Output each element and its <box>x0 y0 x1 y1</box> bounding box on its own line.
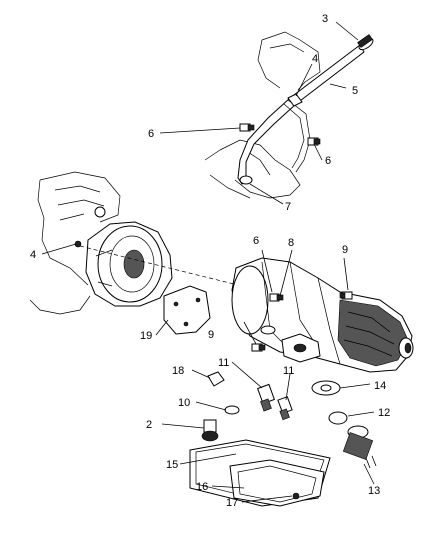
callout-9-lower: 9 <box>208 329 214 341</box>
switch-13 <box>342 425 377 469</box>
leader-lines <box>41 21 375 503</box>
o-ring-10 <box>224 405 240 415</box>
engine-block-upper <box>204 31 321 199</box>
fitting-11-right <box>277 396 293 421</box>
callout-5: 5 <box>352 85 358 97</box>
sensor-2 <box>201 419 219 442</box>
bolt-item-9-right <box>339 291 353 300</box>
callout-12: 12 <box>378 407 390 419</box>
callout-6-top-right: 6 <box>325 155 331 167</box>
callout-14: 14 <box>374 380 386 392</box>
callout-4-top: 4 <box>312 53 318 65</box>
o-ring-12 <box>328 411 348 425</box>
adapter-plate <box>163 285 211 335</box>
callout-3: 3 <box>322 13 328 25</box>
callout-9-right: 9 <box>342 244 348 256</box>
callout-17: 17 <box>226 497 238 509</box>
callout-19: 19 <box>140 330 152 342</box>
bell-housing <box>74 221 173 307</box>
dipstick-handle <box>357 34 374 51</box>
bolt-item-9-lower <box>251 343 266 352</box>
engine-block-left <box>29 171 121 315</box>
bolt-upper-right <box>307 137 321 146</box>
tube-clamp <box>239 175 253 185</box>
callout-7: 7 <box>285 201 291 213</box>
callout-11-left: 11 <box>218 357 229 369</box>
alignment-line <box>79 245 251 289</box>
callout-4-left: 4 <box>30 249 36 261</box>
bolt-item-6-mid <box>269 293 284 302</box>
dipstick-tube <box>237 44 365 185</box>
callout-labels: 3 4 5 6 6 7 4 6 8 9 19 9 11 11 18 10 2 1… <box>30 13 390 509</box>
oil-pan <box>229 459 325 507</box>
callout-6-mid: 6 <box>253 235 259 247</box>
callout-18: 18 <box>172 365 184 377</box>
callout-6-top-left: 6 <box>148 128 154 140</box>
fitting-11-left <box>256 383 276 412</box>
cap-plug <box>207 371 225 387</box>
callout-13: 13 <box>368 485 380 497</box>
callout-16: 16 <box>196 481 208 493</box>
callout-10: 10 <box>178 397 190 409</box>
washer-14 <box>311 380 341 396</box>
drain-plug <box>292 492 300 500</box>
bolt-upper-left <box>239 123 255 132</box>
extension-housing <box>337 299 414 367</box>
callout-2: 2 <box>146 419 152 431</box>
callout-15: 15 <box>166 459 178 471</box>
bracket-clip <box>287 93 303 107</box>
callout-11-right: 11 <box>283 365 294 377</box>
callout-8: 8 <box>288 237 294 249</box>
transmission-mount-boss <box>260 325 321 363</box>
